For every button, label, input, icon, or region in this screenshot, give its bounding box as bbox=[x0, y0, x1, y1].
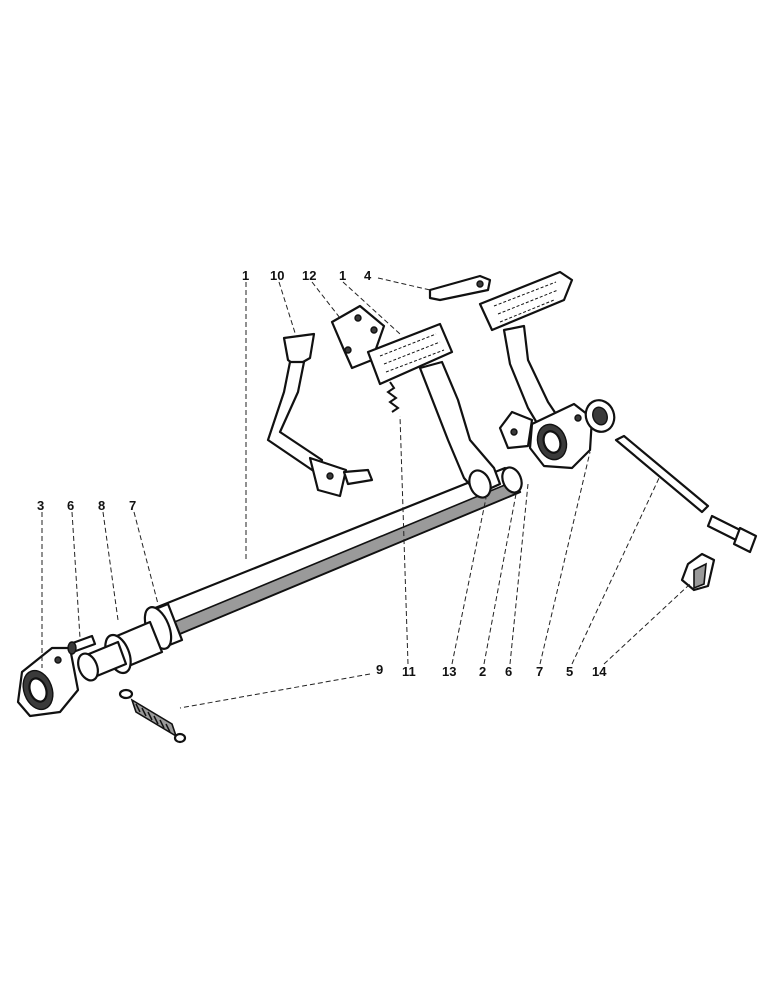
callout-1-top-left: 1 bbox=[242, 268, 249, 283]
right-bolt bbox=[706, 514, 758, 554]
callout-3: 3 bbox=[37, 498, 44, 513]
shaft-ring bbox=[584, 399, 616, 433]
connecting-link bbox=[428, 274, 492, 302]
shaft-bush bbox=[77, 620, 164, 682]
callout-6-bottom: 6 bbox=[505, 664, 512, 679]
right-pedal bbox=[478, 270, 574, 430]
callout-5: 5 bbox=[566, 664, 573, 679]
callout-13: 13 bbox=[442, 664, 456, 679]
callout-11: 11 bbox=[402, 664, 416, 679]
nut bbox=[680, 552, 716, 592]
callout-4: 4 bbox=[364, 268, 372, 283]
callout-7-bottom: 7 bbox=[536, 664, 543, 679]
right-housing bbox=[528, 402, 594, 470]
callout-7-left: 7 bbox=[129, 498, 136, 513]
callout-12: 12 bbox=[302, 268, 316, 283]
left-bolt bbox=[67, 634, 97, 655]
callout-1-top-right: 1 bbox=[339, 268, 346, 283]
link-rod bbox=[614, 434, 710, 514]
return-spring bbox=[118, 688, 187, 744]
middle-pedal bbox=[366, 322, 502, 499]
callout-14: 14 bbox=[592, 664, 607, 679]
callout-6-left: 6 bbox=[67, 498, 74, 513]
callout-8: 8 bbox=[98, 498, 105, 513]
cross-shaft bbox=[148, 466, 523, 642]
callout-2: 2 bbox=[479, 664, 486, 679]
callout-9: 9 bbox=[376, 662, 383, 677]
callout-10: 10 bbox=[270, 268, 284, 283]
right-plate bbox=[498, 410, 534, 450]
left-pedal-arm bbox=[266, 332, 374, 498]
left-bracket bbox=[16, 646, 80, 718]
callout-labels: 1 10 12 1 4 3 6 8 7 9 11 13 2 6 7 5 14 bbox=[37, 268, 607, 679]
pedal-spring bbox=[386, 381, 400, 413]
leader-lines bbox=[41, 277, 691, 709]
